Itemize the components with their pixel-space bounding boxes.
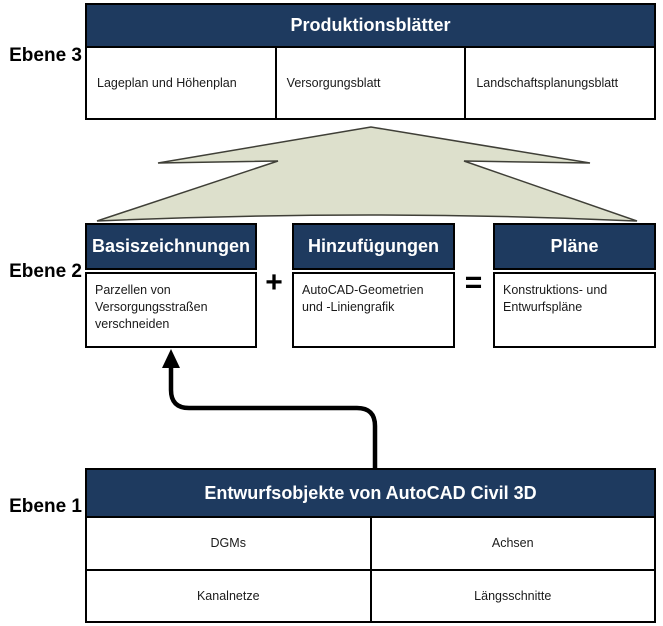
flow-connector-arrow <box>168 360 378 470</box>
box-hinzufuegungen-body: AutoCAD-Geometrien und -Liniengrafik <box>292 272 455 348</box>
cell-lageplan-hoehenplan: Lageplan und Höhenplan <box>97 76 237 90</box>
box-basiszeichnungen: Basiszeichnungen Parzellen von Versorgun… <box>85 223 257 348</box>
plus-operator: + <box>265 266 283 299</box>
cell-landschaftsplanungsblatt: Landschaftsplanungsblatt <box>464 48 654 118</box>
box-plaene-body: Konstruktions- und Entwurfspläne <box>493 272 656 348</box>
production-sheets-table: Produktionsblätter Lageplan und Höhenpla… <box>85 3 656 120</box>
design-objects-row-2: Kanalnetze Längsschnitte <box>87 568 655 621</box>
box-basiszeichnungen-header: Basiszeichnungen <box>85 223 257 270</box>
box-hinzufuegungen-header: Hinzufügungen <box>292 223 455 270</box>
level-1-side-label: Ebene 1 <box>9 496 82 517</box>
cell-dgms: DGMs <box>210 536 246 551</box>
flow-connector-arrowhead <box>162 349 180 368</box>
box-plaene: Pläne Konstruktions- und Entwurfspläne <box>493 223 656 348</box>
box-hinzufuegungen: Hinzufügungen AutoCAD-Geometrien und -Li… <box>292 223 455 348</box>
design-objects-table: Entwurfsobjekte von AutoCAD Civil 3D DGM… <box>85 468 656 623</box>
cell-achsen: Achsen <box>369 518 655 569</box>
design-objects-row-1: DGMs Achsen <box>87 518 654 569</box>
box-plaene-header: Pläne <box>493 223 656 270</box>
box-basiszeichnungen-body: Parzellen von Versorgungsstraßen verschn… <box>85 272 257 348</box>
production-sheets-header: Produktionsblätter <box>87 5 654 48</box>
level-2-side-label: Ebene 2 <box>9 261 82 282</box>
equals-operator: = <box>464 266 483 299</box>
level-3-side-label: Ebene 3 <box>9 45 82 66</box>
cell-laengsschnitte: Längsschnitte <box>369 570 655 621</box>
cell-kanalnetze: Kanalnetze <box>196 588 260 603</box>
cell-versorgungsblatt: Versorgungsblatt <box>274 48 465 118</box>
production-sheets-row: Lageplan und Höhenplan Versorgungsblatt … <box>87 48 654 118</box>
up-block-arrow <box>96 126 638 222</box>
design-objects-header: Entwurfsobjekte von AutoCAD Civil 3D <box>87 470 654 518</box>
